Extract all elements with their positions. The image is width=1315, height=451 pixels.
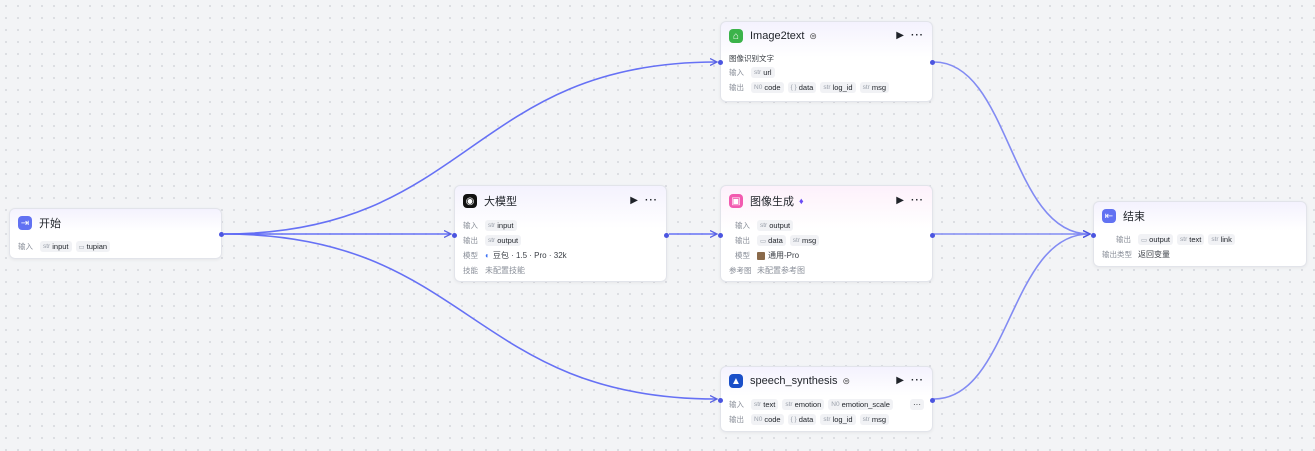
diamond-icon: ♦ (799, 196, 804, 206)
image2text-node-title: Image2text (750, 30, 805, 42)
image2text-input-port[interactable] (718, 60, 723, 65)
image-gen-input-port[interactable] (718, 233, 723, 238)
speech-synthesis-output-port[interactable] (930, 398, 935, 403)
param-tag: ▭output (1138, 234, 1174, 245)
llm-skill-row: 技能 未配置技能 (463, 266, 525, 275)
end-input-port[interactable] (1091, 233, 1096, 238)
image-gen-icon: ▣ (729, 194, 743, 208)
image-gen-ref-row: 参考图 未配置参考图 (729, 266, 805, 275)
end-node-header: ⇤ 结束 (1094, 202, 1306, 230)
more-button[interactable]: ··· (911, 30, 924, 41)
image-gen-node-header: ▣ 图像生成 ♦ ▶ ··· (721, 186, 932, 216)
image-type-icon: ▭ (760, 237, 767, 245)
image-type-icon: ▭ (78, 243, 85, 251)
plugin-icon: ⊜ (809, 30, 817, 41)
edge-tts-end (933, 234, 1089, 400)
more-button[interactable]: ··· (911, 195, 924, 206)
start-node-header: ⇥ 开始 (10, 209, 221, 237)
param-tag: { }data (787, 82, 817, 93)
start-output-port[interactable] (219, 232, 224, 237)
run-button[interactable]: ▶ (896, 195, 904, 206)
tts-icon: ▲ (729, 374, 743, 388)
more-params-button[interactable]: ··· (910, 399, 924, 410)
start-node-title: 开始 (39, 218, 61, 230)
doubao-icon: ◐ (485, 251, 490, 260)
image2text-output-port[interactable] (930, 60, 935, 65)
speech-synthesis-node-title: speech_synthesis (750, 375, 838, 387)
start-icon: ⇥ (18, 216, 32, 230)
more-button[interactable]: ··· (645, 195, 658, 206)
edge-ocr-end (933, 61, 1089, 234)
image2text-description: 图像识别文字 (729, 54, 774, 63)
llm-model-row: 模型 ◐ 豆包 · 1.5 · Pro · 32k (463, 251, 567, 260)
ocr-icon: ⌂ (729, 29, 743, 43)
param-tag: { }data (787, 414, 817, 425)
model-thumbnail-icon (757, 251, 765, 260)
run-button[interactable]: ▶ (896, 375, 904, 386)
llm-input-port[interactable] (452, 233, 457, 238)
plugin-icon: ⊜ (842, 375, 850, 386)
image-type-icon: ▭ (1141, 236, 1148, 244)
llm-output-port[interactable] (664, 233, 669, 238)
image-gen-node-title: 图像生成 (750, 196, 794, 208)
llm-node-title: 大模型 (484, 196, 517, 208)
run-button[interactable]: ▶ (630, 195, 638, 206)
llm-node-header: ◉ 大模型 ▶ ··· (455, 186, 666, 216)
speech-synthesis-node-header: ▲ speech_synthesis ⊜ ▶ ··· (721, 367, 932, 395)
end-icon: ⇤ (1102, 209, 1116, 223)
image-gen-output-port[interactable] (930, 233, 935, 238)
end-output-type-row: 输出类型 返回变量 (1102, 250, 1170, 259)
run-button[interactable]: ▶ (896, 30, 904, 41)
param-tag: ▭tupian (75, 241, 111, 252)
more-button[interactable]: ··· (911, 375, 924, 386)
end-node-title: 结束 (1123, 211, 1145, 223)
speech-synthesis-input-port[interactable] (718, 398, 723, 403)
image-gen-model-row: 模型 通用-Pro (735, 251, 800, 260)
llm-icon: ◉ (463, 194, 477, 208)
image2text-node-header: ⌂ Image2text ⊜ ▶ ··· (721, 22, 932, 50)
param-tag: ▭data (757, 235, 786, 246)
